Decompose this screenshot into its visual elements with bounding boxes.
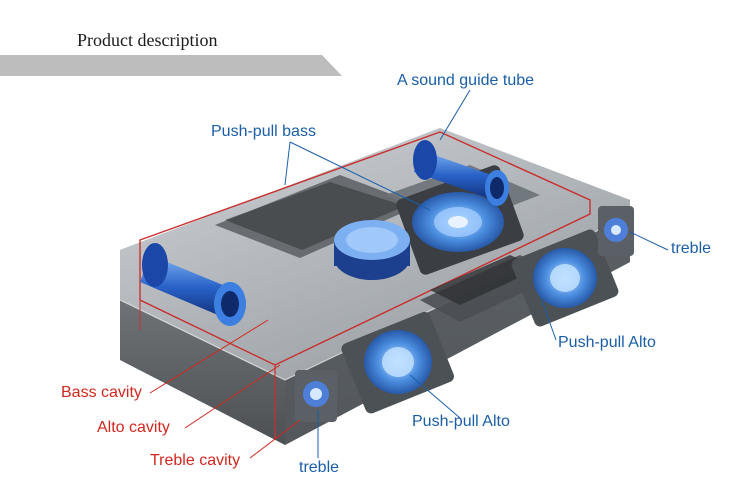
label-push-pull-alto-right: Push-pull Alto (558, 334, 656, 351)
cavity-outline (139, 131, 591, 440)
label-push-pull-alto-front: Push-pull Alto (412, 413, 510, 430)
red-leader-lines (149, 319, 301, 459)
label-sound-guide-tube: A sound guide tube (397, 72, 535, 89)
label-treble-front: treble (299, 459, 340, 476)
header-banner (0, 55, 342, 76)
alto-driver-right (511, 229, 619, 327)
treble-tweeter-front (295, 370, 337, 422)
blue-leader-lines (284, 89, 669, 458)
header-title: Product description (77, 30, 218, 50)
label-alto-cavity: Alto cavity (97, 419, 170, 436)
label-push-pull-bass: Push-pull bass (211, 123, 316, 140)
sound-guide-tube-left (140, 243, 246, 326)
sound-guide-tube-top (413, 140, 509, 206)
label-treble-right: treble (671, 240, 712, 257)
bass-woofer-center (334, 220, 410, 280)
label-treble-cavity: Treble cavity (150, 452, 241, 469)
label-bass-cavity: Bass cavity (61, 384, 142, 401)
treble-tweeter-right (598, 206, 634, 256)
